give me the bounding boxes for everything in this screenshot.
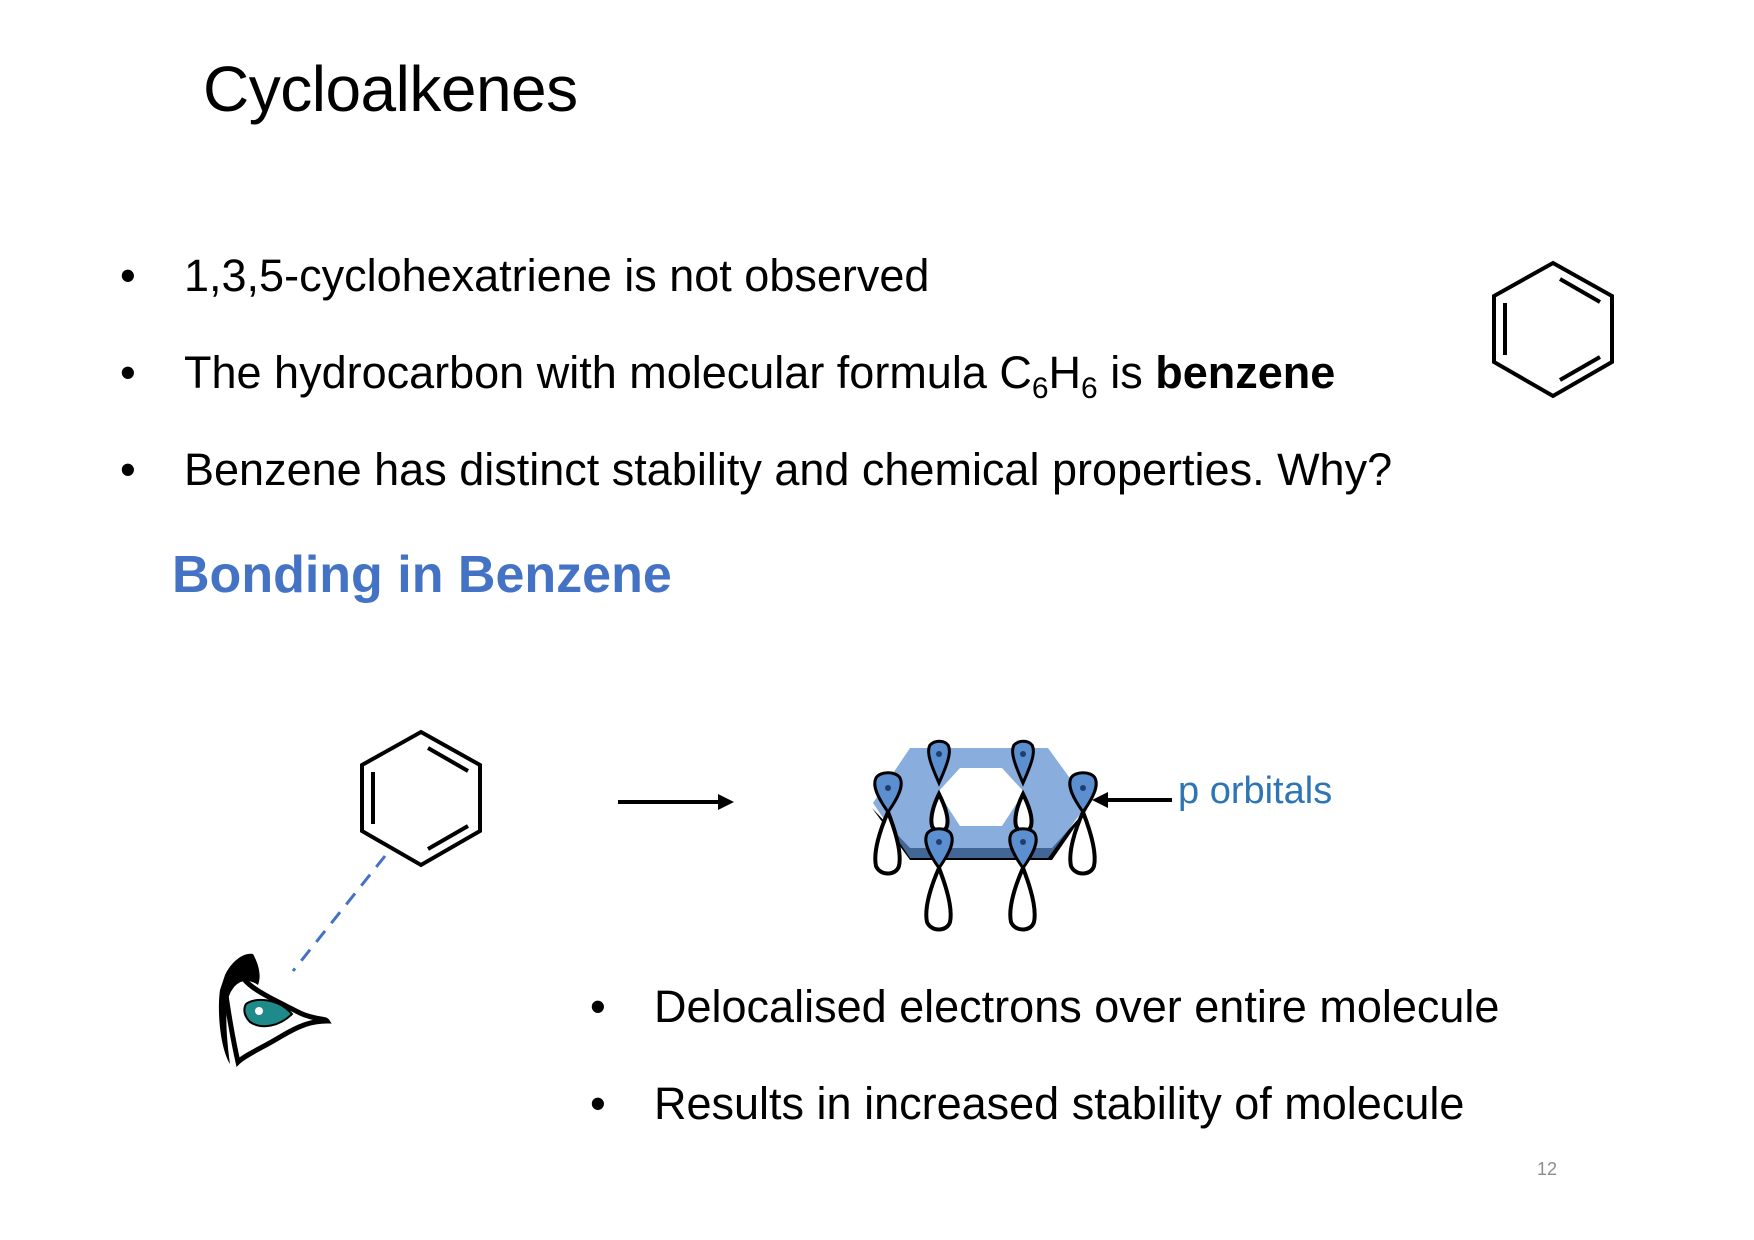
bullet-text: The hydrocarbon with molecular formula C… — [184, 337, 1335, 409]
bullet-text: 1,3,5-cyclohexatriene is not observed — [184, 250, 930, 301]
bullet-marker: • — [120, 347, 136, 398]
bullet-marker: • — [590, 1078, 606, 1129]
eye-icon — [218, 953, 332, 1067]
subscript: 6 — [1081, 372, 1098, 405]
slide-title: Cycloalkenes — [203, 53, 578, 125]
bullet-marker: • — [120, 444, 136, 495]
subscript: 6 — [1031, 372, 1049, 405]
formula-text: H — [1048, 347, 1082, 398]
bold-term: benzene — [1155, 347, 1336, 398]
bullet-text: Delocalised electrons over entire molecu… — [654, 981, 1500, 1032]
p-orbitals-label: p orbitals — [1178, 770, 1333, 812]
page-number: 12 — [1537, 1159, 1558, 1179]
sight-line — [291, 855, 387, 972]
bullet-marker: • — [120, 250, 136, 301]
connector-text: is — [1097, 347, 1156, 398]
bullet-text: Results in increased stability of molecu… — [654, 1078, 1465, 1129]
reaction-arrow — [618, 794, 734, 810]
formula-text: The hydrocarbon with molecular formula C — [184, 347, 1032, 398]
benzene-structure-top — [1492, 260, 1614, 399]
bullet-text: Benzene has distinct stability and chemi… — [184, 444, 1393, 495]
p-orbital-model — [872, 739, 1172, 932]
subheading: Bonding in Benzene — [172, 546, 672, 604]
bullet-marker: • — [590, 981, 606, 1032]
benzene-structure-left — [360, 729, 482, 868]
